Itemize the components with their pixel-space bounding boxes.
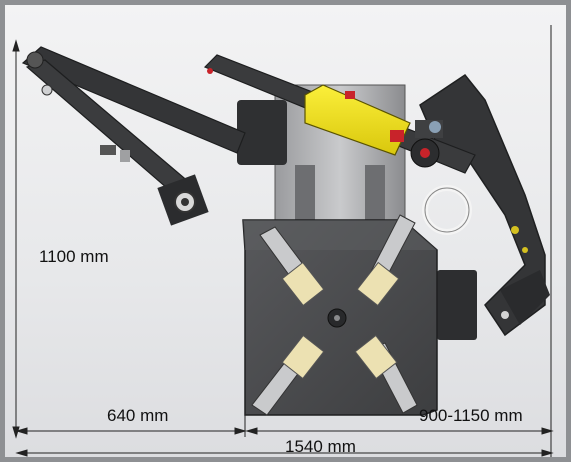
right-width-dimension-label: 900-1150 mm <box>419 406 523 425</box>
clamp-bottom-left <box>251 334 325 416</box>
dimension-lines <box>12 25 554 457</box>
left-width-dimension-label: 640 mm <box>107 406 169 425</box>
drawing-canvas: 1100 mm 640 mm 900-1150 mm 1540 mm <box>5 5 566 457</box>
total-width-dimension-label: 1540 mm <box>285 437 356 456</box>
clamp-bottom-right <box>354 334 418 414</box>
clamp-top-right <box>356 214 416 307</box>
clamp-top-left <box>259 226 325 307</box>
height-dimension-label: 1100 mm <box>39 247 109 266</box>
machine-drawing <box>12 25 554 457</box>
yellow-head-assembly <box>203 54 476 174</box>
mounting-arm <box>21 46 246 226</box>
bead-breaker-arm <box>419 73 550 340</box>
